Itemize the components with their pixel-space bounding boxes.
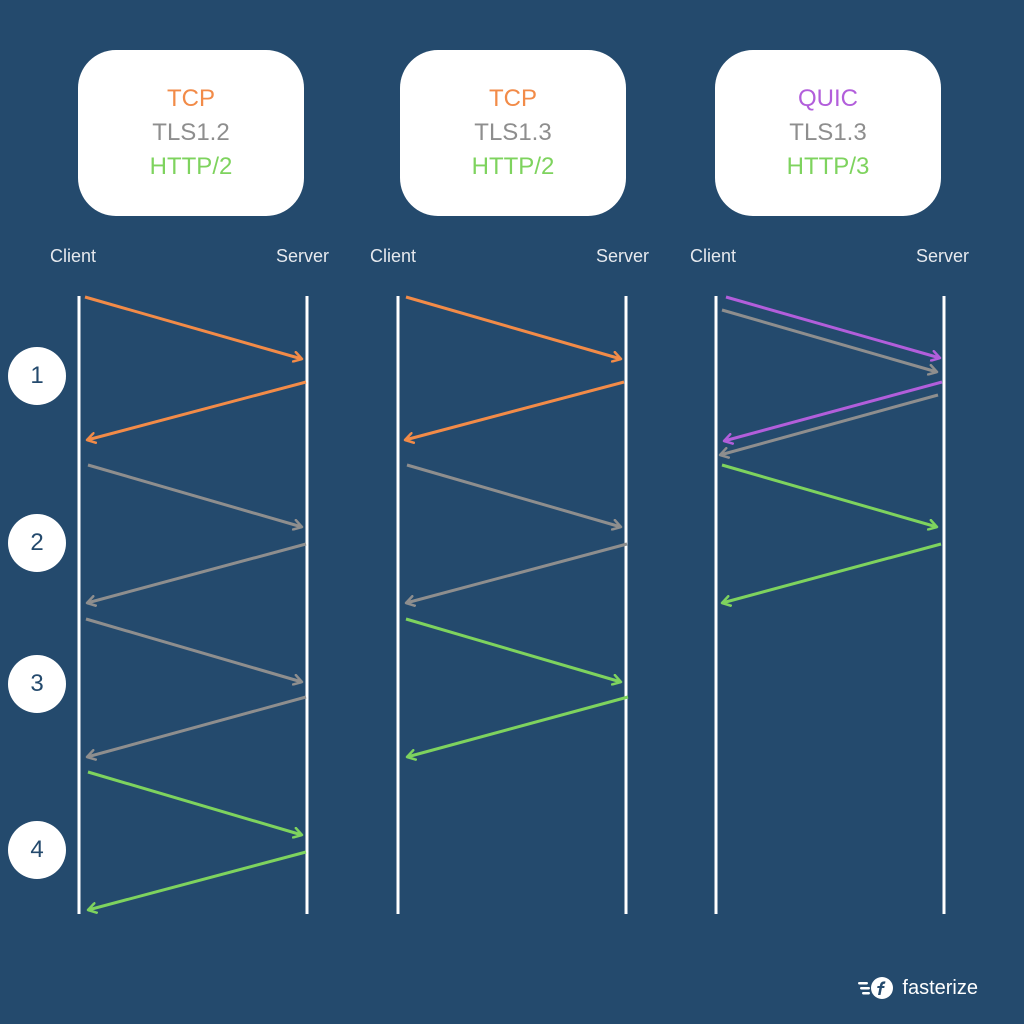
- http-request-arrow: [721, 463, 937, 527]
- transport-protocol-label: QUIC: [798, 85, 858, 112]
- tls-request-arrow: [87, 463, 302, 527]
- tls-version-label: TLS1.2: [152, 119, 230, 146]
- client-label: Client: [50, 246, 97, 266]
- http-request-arrow: [405, 617, 621, 682]
- server-label: Server: [596, 246, 650, 266]
- round-trip-step-3: 3: [8, 655, 66, 713]
- transport-protocol-label: TCP: [167, 85, 215, 112]
- quic-response-arrow: [724, 380, 943, 441]
- brand-logo: fasterize: [858, 976, 978, 1000]
- http-request-arrow: [87, 770, 302, 835]
- quic-request-arrow: [725, 295, 940, 358]
- http-response-arrow: [407, 695, 629, 757]
- tls-response-arrow: [406, 542, 628, 603]
- tls-response-arrow: [87, 542, 307, 603]
- transport-protocol-label: TCP: [489, 85, 537, 112]
- tls-version-label: TLS1.3: [474, 119, 552, 146]
- tcp-request-arrow: [84, 295, 302, 359]
- fasterize-logo-icon: [858, 977, 894, 999]
- protocol-stack-card-2: TCP TLS1.3 HTTP/2: [400, 50, 626, 216]
- tls-response-arrow: [720, 393, 939, 455]
- client-label: Client: [370, 246, 417, 266]
- flow-tcp-tls13-http2: [405, 295, 629, 757]
- tcp-response-arrow: [87, 380, 307, 440]
- round-trip-step-2: 2: [8, 514, 66, 572]
- round-trip-step-4: 4: [8, 821, 66, 879]
- tls-request-arrow: [85, 617, 302, 682]
- flow-quic-tls13-http3: [720, 295, 943, 603]
- tls-version-label: TLS1.3: [789, 119, 867, 146]
- client-label: Client: [690, 246, 737, 266]
- server-label: Server: [916, 246, 970, 266]
- protocol-stack-card-3: QUIC TLS1.3 HTTP/3: [715, 50, 941, 216]
- http-version-label: HTTP/2: [149, 153, 233, 180]
- http-version-label: HTTP/3: [786, 153, 870, 180]
- tcp-request-arrow: [405, 295, 621, 359]
- tls-response-arrow: [87, 695, 307, 757]
- flow-tcp-tls12-http2: [84, 295, 307, 910]
- tls-request-arrow: [721, 308, 937, 372]
- brand-name: fasterize: [902, 976, 978, 999]
- round-trip-step-1: 1: [8, 347, 66, 405]
- protocol-stack-card-1: TCP TLS1.2 HTTP/2: [78, 50, 304, 216]
- http-response-arrow: [722, 542, 942, 603]
- http-response-arrow: [88, 850, 307, 910]
- tcp-response-arrow: [405, 380, 625, 440]
- tls-request-arrow: [406, 463, 621, 527]
- http-version-label: HTTP/2: [471, 153, 555, 180]
- server-label: Server: [276, 246, 330, 266]
